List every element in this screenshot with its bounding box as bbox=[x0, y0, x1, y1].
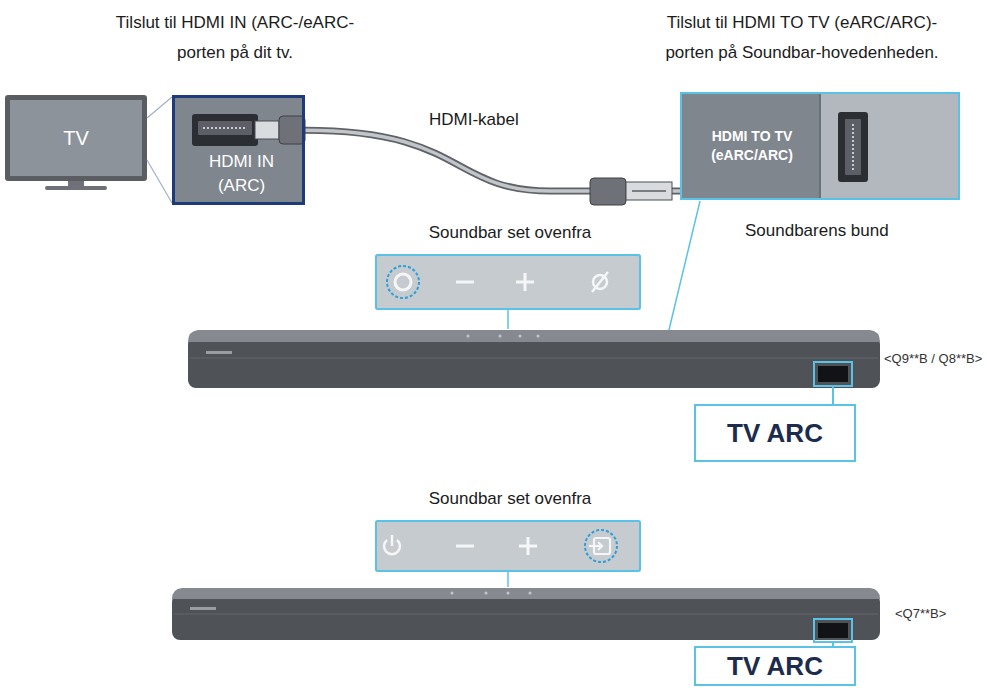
callout-line bbox=[147, 97, 172, 118]
soundbar-seam bbox=[174, 614, 878, 615]
button-panel-art bbox=[375, 254, 641, 329]
soundbar-front bbox=[172, 594, 880, 640]
tv-arc-callout: TV ARC bbox=[694, 404, 856, 462]
tv-arc-callout: TV ARC bbox=[694, 646, 856, 686]
port-highlight bbox=[814, 619, 852, 642]
view-heading: Soundbar set ovenfra bbox=[360, 488, 660, 510]
soundbar-port-art bbox=[590, 92, 960, 334]
leader-line bbox=[507, 310, 509, 329]
multi-function-button bbox=[395, 274, 411, 290]
soundbar bbox=[172, 588, 880, 646]
hdmi-port-inner bbox=[845, 119, 861, 175]
arc-port bbox=[818, 366, 848, 382]
soundbar-top bbox=[172, 588, 880, 599]
plug-body bbox=[279, 116, 305, 144]
plug-body bbox=[590, 178, 626, 205]
plug-slot bbox=[632, 190, 666, 192]
top-view-panel: Soundbar set ovenfra bbox=[375, 254, 641, 310]
tv-neck bbox=[68, 181, 84, 186]
panel-fill bbox=[172, 95, 305, 205]
port-name: TV ARC bbox=[696, 418, 854, 448]
highlight-ring bbox=[585, 530, 617, 562]
callout-heading: Tilslut til HDMI TO TV (eARC/ARC)- porte… bbox=[652, 8, 952, 68]
port-highlight bbox=[814, 362, 852, 386]
model-label: <Q9**B / Q8**B> bbox=[884, 349, 982, 369]
button-dot bbox=[485, 592, 488, 595]
port-label: HDMI IN (ARC) bbox=[196, 150, 287, 198]
plug-tip bbox=[255, 121, 279, 139]
panel-fill bbox=[680, 92, 820, 200]
edge-label: HDMI-kabel bbox=[426, 110, 522, 130]
soundbar-logo bbox=[190, 607, 216, 610]
hdmi-pins bbox=[852, 124, 854, 170]
callout-line bbox=[147, 160, 172, 203]
button-dot bbox=[537, 335, 540, 338]
tv-frame bbox=[5, 95, 147, 181]
view-heading: Soundbar set ovenfra bbox=[360, 222, 660, 244]
tv-set bbox=[5, 95, 172, 203]
panel-fill bbox=[375, 254, 641, 310]
volume-up-button bbox=[527, 537, 530, 555]
soundbar bbox=[188, 330, 880, 404]
button-dot bbox=[529, 592, 532, 595]
power-button bbox=[391, 535, 394, 546]
soundbar-front bbox=[188, 336, 880, 388]
button-dot bbox=[519, 335, 522, 338]
soundbar-top bbox=[188, 330, 880, 342]
highlight-ring bbox=[387, 266, 419, 298]
hdmi-port bbox=[838, 112, 868, 182]
leader-line bbox=[832, 386, 834, 404]
soundbar-logo bbox=[206, 351, 232, 354]
arc-port bbox=[818, 623, 848, 638]
tv-label: TV bbox=[10, 126, 142, 150]
top-view-panel: Soundbar set ovenfra bbox=[375, 520, 641, 572]
button-panel-art bbox=[375, 520, 641, 587]
tv-port-art bbox=[172, 95, 305, 205]
hdmi-port-inner bbox=[198, 121, 252, 135]
button-dot bbox=[451, 592, 454, 595]
hdmi-port bbox=[192, 114, 258, 146]
button-dot bbox=[467, 335, 470, 338]
callout-heading: Tilslut til HDMI IN (ARC-/eARC-porten på… bbox=[110, 8, 360, 68]
source-button bbox=[598, 542, 602, 550]
tv-base bbox=[45, 186, 107, 190]
volume-up-button bbox=[524, 273, 527, 291]
port-label: HDMI TO TV (eARC/ARC) bbox=[696, 127, 808, 165]
tv-port-callout: Tilslut til HDMI IN (ARC-/eARC-porten på… bbox=[172, 95, 305, 205]
panel-divider bbox=[819, 92, 821, 200]
panel-fill-right bbox=[820, 92, 960, 200]
port-name: TV ARC bbox=[696, 651, 854, 681]
mic-off-button bbox=[592, 272, 608, 292]
model-label: <Q7**B> bbox=[895, 604, 946, 624]
leader-line bbox=[668, 201, 700, 334]
plug-tip bbox=[626, 182, 672, 200]
panel-fill bbox=[375, 520, 641, 572]
button-dot bbox=[499, 335, 502, 338]
volume-down-button bbox=[456, 545, 474, 548]
tv-screen: TV bbox=[10, 100, 142, 176]
button-dot bbox=[507, 592, 510, 595]
part-caption: Soundbarens bund bbox=[745, 221, 889, 241]
soundbar-port-panel: Tilslut til HDMI TO TV (eARC/ARC)- porte… bbox=[680, 92, 960, 200]
soundbar-seam bbox=[190, 358, 878, 359]
leader-line bbox=[507, 572, 509, 587]
hdmi-pins bbox=[203, 127, 247, 129]
volume-down-button bbox=[456, 281, 474, 284]
